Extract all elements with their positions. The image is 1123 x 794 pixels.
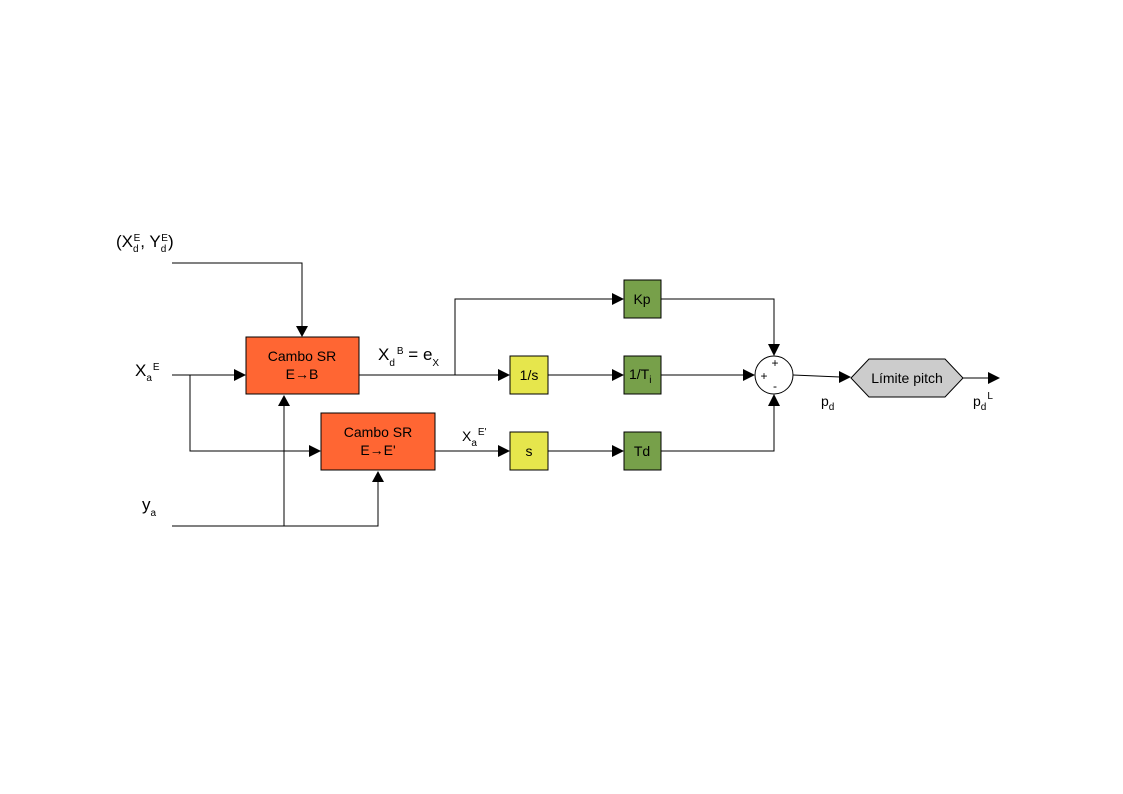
block-body bbox=[245, 336, 360, 395]
wire-sum-to-limit bbox=[792, 374, 841, 378]
block-body bbox=[623, 355, 662, 395]
label-setpoint: (XdE, YdE) bbox=[116, 232, 174, 255]
label-y-actual: ya bbox=[142, 495, 157, 519]
label-sub: d bbox=[161, 244, 167, 255]
arrowhead bbox=[768, 344, 780, 356]
label-sup: E bbox=[153, 362, 160, 373]
block-label: 1/Ti bbox=[629, 366, 651, 386]
block-body bbox=[623, 431, 662, 471]
arrowhead bbox=[278, 395, 290, 406]
arrowhead bbox=[498, 369, 510, 381]
block-label: Límite pitch bbox=[871, 370, 943, 386]
block-label: s bbox=[526, 443, 533, 459]
block-cambo-eb: Cambo SR E→B bbox=[245, 336, 360, 395]
label-sub: X bbox=[432, 358, 439, 369]
arrowhead bbox=[309, 445, 321, 457]
summing-junction: + + - bbox=[754, 355, 794, 395]
label-sub: a bbox=[146, 373, 152, 384]
block-label: E→E' bbox=[360, 442, 395, 458]
block-label: 1/s bbox=[520, 367, 539, 383]
wire-to-kp bbox=[454, 298, 612, 375]
label-x-eprime: XaE' bbox=[462, 427, 487, 449]
label-sub: d bbox=[829, 402, 835, 413]
arrowhead bbox=[612, 445, 624, 457]
arrowhead bbox=[768, 394, 780, 406]
arrowhead bbox=[498, 445, 510, 457]
label-sup: L bbox=[987, 391, 993, 402]
label-sup: B bbox=[397, 346, 404, 357]
wire-ya bbox=[172, 482, 379, 527]
label-part: p bbox=[821, 393, 829, 409]
arrowhead bbox=[296, 326, 308, 337]
label-part: y bbox=[142, 495, 151, 514]
wire-setpoint bbox=[172, 262, 303, 326]
wire-xa-to-cambo-ee bbox=[189, 375, 309, 452]
block-cambo-ee: Cambo SR E→E' bbox=[320, 412, 436, 471]
sum-sign-left: + bbox=[760, 369, 767, 383]
label-part: (X bbox=[116, 232, 133, 251]
summing-circle bbox=[754, 355, 794, 395]
wire-td-to-sum bbox=[661, 406, 775, 452]
label-part: X bbox=[378, 345, 389, 364]
block-label: Cambo SR bbox=[344, 424, 412, 440]
label-pdl: pdL bbox=[973, 391, 993, 413]
label-part: , Y bbox=[140, 232, 160, 251]
label-sub: d bbox=[389, 358, 395, 369]
block-label: Kp bbox=[633, 291, 650, 307]
block-derivative: s bbox=[509, 431, 549, 471]
block-kp: Kp bbox=[623, 279, 662, 319]
block-integrator: 1/s bbox=[509, 355, 549, 395]
block-body bbox=[509, 431, 549, 471]
label-sub: a bbox=[151, 508, 157, 519]
block-body bbox=[850, 358, 964, 398]
block-label-main: 1/T bbox=[629, 366, 650, 382]
block-ti: 1/Ti bbox=[623, 355, 662, 395]
block-td: Td bbox=[623, 431, 662, 471]
label-part: p bbox=[973, 393, 981, 409]
arrowhead bbox=[612, 293, 624, 305]
label-part: X bbox=[462, 428, 472, 444]
block-label: Td bbox=[634, 443, 650, 459]
label-pd: pd bbox=[821, 393, 834, 413]
label-sub: a bbox=[471, 438, 477, 449]
arrowhead bbox=[372, 471, 384, 482]
label-part: X bbox=[135, 361, 146, 380]
block-body bbox=[509, 355, 549, 395]
sum-sign-top: + bbox=[771, 356, 778, 370]
wire-kp-to-sum bbox=[661, 298, 775, 344]
block-body bbox=[320, 412, 436, 471]
block-limit: Límite pitch bbox=[850, 358, 964, 398]
label-sup: E bbox=[134, 233, 141, 244]
label-part: = e bbox=[404, 345, 433, 364]
block-body bbox=[623, 279, 662, 319]
label-sub: d bbox=[133, 244, 139, 255]
label-sub: d bbox=[981, 402, 987, 413]
arrowhead bbox=[988, 372, 1000, 384]
block-label: Cambo SR bbox=[268, 348, 336, 364]
label-sup: E bbox=[161, 233, 168, 244]
block-label-sub: i bbox=[649, 375, 651, 386]
sum-sign-bottom: - bbox=[773, 379, 777, 393]
arrowhead bbox=[743, 369, 755, 381]
arrowhead bbox=[839, 371, 851, 383]
arrowhead bbox=[612, 369, 624, 381]
label-error: XdB = eX bbox=[378, 345, 439, 369]
label-x-actual: XaE bbox=[135, 361, 160, 384]
block-label: E→B bbox=[286, 366, 319, 382]
label-part: ) bbox=[168, 232, 174, 251]
label-sup: E' bbox=[478, 427, 487, 438]
arrowhead bbox=[234, 369, 246, 381]
